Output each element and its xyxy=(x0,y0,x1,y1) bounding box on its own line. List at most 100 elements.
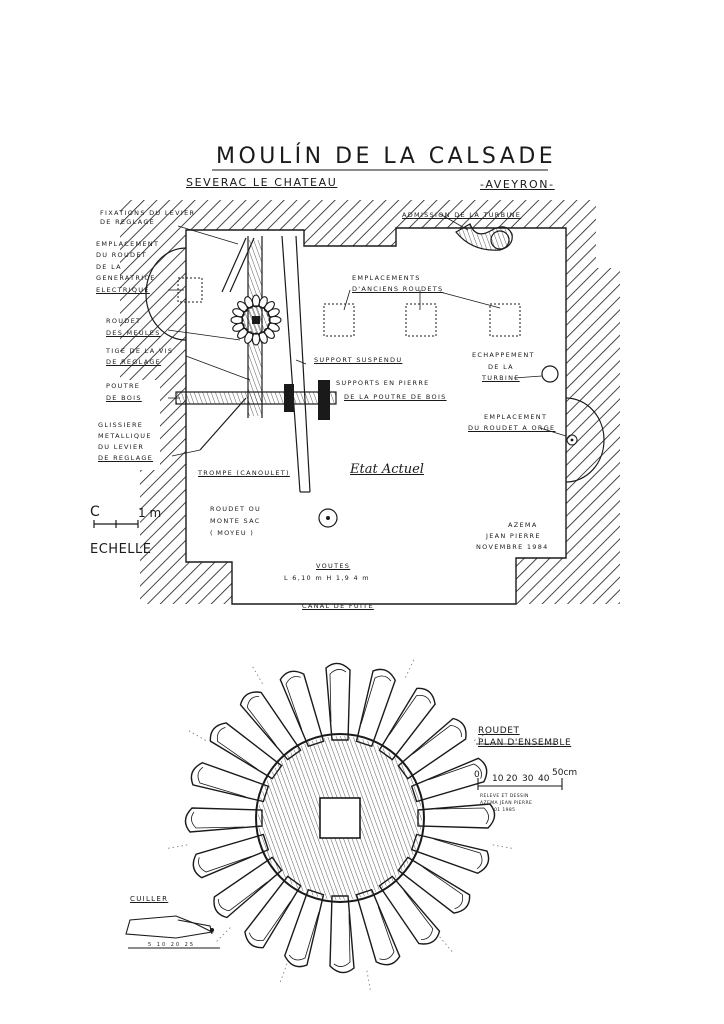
dotted-ray xyxy=(439,936,453,953)
label-author-3: NOVEMBRE 1984 xyxy=(476,543,549,551)
wheel-blade-edge xyxy=(433,838,483,870)
wheel-blade xyxy=(397,856,471,914)
turbine-admission xyxy=(455,223,513,251)
detail-scale-0: 0 xyxy=(474,770,480,780)
dotted-ray xyxy=(474,730,492,741)
label-glissiere-1: GLISSIERE xyxy=(98,421,144,429)
cuiller-label: CUILLER xyxy=(130,895,169,903)
label-rouet-meules-2: DES MEULES xyxy=(106,329,161,337)
wheel-blade xyxy=(378,875,441,945)
wheel-blade xyxy=(410,757,488,803)
label-voutes-2: L 6,10 m H 1,9 4 m xyxy=(284,574,370,582)
wheel-blade xyxy=(283,888,325,968)
wheel-blade xyxy=(410,833,490,875)
wheel-blade-edge xyxy=(377,906,395,960)
gear-tooth xyxy=(251,332,261,346)
wheel-blade-edge xyxy=(388,694,432,736)
label-orge-2: DU ROUDET A ORGE xyxy=(468,424,556,432)
label-emplacement-1: EMPLACEMENT xyxy=(96,240,160,248)
label-echappement-1: ECHAPPEMENT xyxy=(472,351,535,359)
rouet-detail-wheel xyxy=(167,659,513,991)
dotted-ray xyxy=(492,844,513,849)
wheel-blade-edge xyxy=(412,724,463,755)
label-author-2: JEAN PIERRE xyxy=(486,532,541,540)
orge-bay xyxy=(565,397,605,483)
label-etat-actuel: Etat Actuel xyxy=(350,462,424,477)
leader-lines xyxy=(167,213,567,457)
monte-sac-rouet xyxy=(318,508,338,528)
label-emplacement-2: DU ROUDET xyxy=(96,251,148,259)
stone-supports xyxy=(284,380,330,420)
wheel-blade xyxy=(184,807,263,833)
poutre-bois xyxy=(175,391,337,405)
wheel-blade xyxy=(329,895,355,974)
detail-title-1: ROUDET xyxy=(478,726,520,736)
wheel-blade xyxy=(244,875,302,949)
wheel-blade-edge xyxy=(216,726,258,770)
label-trompe: TROMPE (CANOULET) xyxy=(198,469,290,477)
wheel-blade xyxy=(279,670,325,748)
wheel-blade-edge xyxy=(288,911,320,961)
wheel-blade-edge xyxy=(403,890,434,941)
wheel-blade-edge xyxy=(360,675,392,725)
wheel-blade xyxy=(213,856,283,919)
plan-scale-bar xyxy=(93,520,139,528)
label-author-1: AZEMA xyxy=(508,521,538,529)
detail-scale-50: 50cm xyxy=(552,768,578,778)
dotted-ray xyxy=(215,927,231,943)
page-title: MOULÍN DE LA CALSADE xyxy=(216,144,557,169)
orge-hub xyxy=(566,434,578,446)
label-anciens-2: D'ANCIENS ROUDETS xyxy=(352,285,444,293)
dotted-ray xyxy=(366,970,371,991)
label-fixations-2: DE REGLAGE xyxy=(100,218,156,226)
wheel-blade xyxy=(209,722,283,780)
detail-title-2: PLAN D'ENSEMBLE xyxy=(478,738,572,748)
gear-tooth xyxy=(230,315,244,325)
trompe-canoulet xyxy=(281,235,311,493)
region-label: -AVEYRON- xyxy=(480,178,555,191)
wheel-blade xyxy=(378,687,436,761)
wheel-blade-edge xyxy=(329,669,347,723)
label-rouet-meules-1: ROUDET xyxy=(106,317,142,325)
wheel-blade xyxy=(417,803,496,829)
detail-scale-10: 10 xyxy=(492,774,504,784)
generatrice-bay xyxy=(145,247,187,341)
wheel-blade-edge xyxy=(333,913,351,967)
detail-scale-40: 40 xyxy=(538,774,550,784)
detail-scale-20: 20 xyxy=(506,774,518,784)
gear-tooth xyxy=(268,315,282,325)
label-anciens-1: EMPLACEMENTS xyxy=(352,274,421,282)
detail-scale-30: 30 xyxy=(522,774,534,784)
dotted-ray xyxy=(188,730,206,741)
label-monte-sac-1: ROUDET OU xyxy=(210,505,262,513)
detail-credit-3: 01 1985 xyxy=(494,808,516,813)
label-poutre-2: DE BOIS xyxy=(106,394,142,402)
label-orge-1: EMPLACEMENT xyxy=(484,413,548,421)
detail-credit-2: AZEMA JEAN PIERRE xyxy=(480,801,533,806)
wheel-blade xyxy=(239,691,302,761)
wheel-blade xyxy=(325,662,351,741)
dotted-ray xyxy=(405,659,415,678)
scale-word: ECHELLE xyxy=(90,542,152,557)
label-voutes-1: VOUTES xyxy=(316,562,351,570)
wheel-blade-edge xyxy=(428,763,482,781)
room-outline xyxy=(185,227,567,605)
label-poutre-1: POUTRE xyxy=(106,382,141,390)
dotted-ray xyxy=(167,844,188,849)
dotted-ray xyxy=(279,963,288,983)
label-emplacement-5: ELECTRIQUE xyxy=(96,286,150,294)
label-monte-sac-3: ( MOYEU ) xyxy=(210,529,255,537)
label-tige-1: TIGE DE LA VIS xyxy=(106,347,174,355)
detail-credit-1: RELEVE ET DESSIN xyxy=(480,794,529,799)
wheel-blade xyxy=(397,717,467,780)
rouet-meules-gear xyxy=(230,294,282,346)
label-monte-sac-2: MONTE SAC xyxy=(210,517,261,525)
wheel-blade-edge xyxy=(217,881,268,912)
label-emplacement-4: GENERATRICE xyxy=(96,274,156,282)
scale-c: C xyxy=(90,504,100,520)
detail-scale-bar xyxy=(477,778,563,790)
label-glissiere-4: DE REGLAGE xyxy=(98,454,154,462)
label-glissiere-2: METALLIQUE xyxy=(98,432,152,440)
cuiller-scale: 5 10 20 25 xyxy=(148,942,196,948)
